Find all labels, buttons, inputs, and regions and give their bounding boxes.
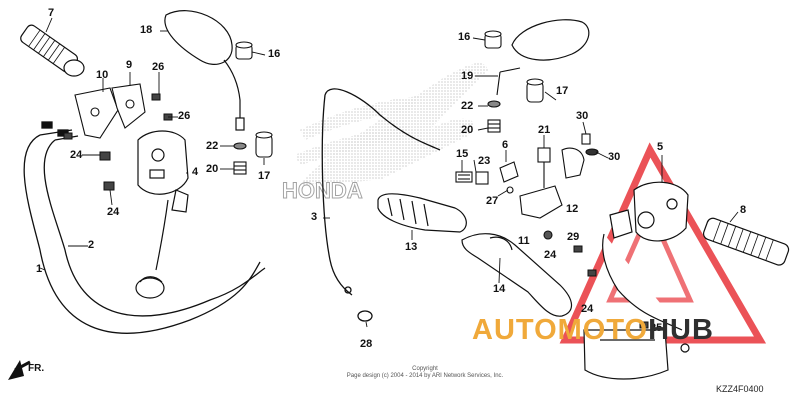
part-number-6: 6 [502, 139, 509, 151]
part-number-9: 9 [126, 59, 133, 71]
part-number-18: 18 [140, 24, 153, 36]
part-number-24b: 24 [107, 206, 120, 218]
part-number-26b: 26 [178, 110, 191, 122]
part-number-30: 30 [576, 110, 589, 122]
part-number-3: 3 [311, 211, 318, 223]
part-number-16: 16 [268, 48, 281, 60]
part-number-21: 21 [538, 124, 551, 136]
part-number-20: 20 [206, 163, 219, 175]
part-number-23: 23 [478, 155, 491, 167]
part-number-5: 5 [657, 141, 664, 153]
mirror-cap-left [235, 41, 253, 60]
front-arrow [8, 360, 31, 380]
part-number-17b: 17 [556, 85, 569, 97]
lever-holder-assembly [455, 133, 599, 240]
part-number-24c: 24 [544, 249, 557, 261]
right-switch-housing [583, 181, 690, 380]
copyright-notice: Copyright Page design (c) 2004 - 2014 by… [330, 366, 520, 380]
right-mirror [511, 19, 590, 61]
part-number-19: 19 [461, 70, 474, 82]
throttle-housing [74, 83, 146, 139]
left-stack-parts [233, 131, 273, 175]
part-number-27: 27 [486, 195, 499, 207]
left-grip [20, 24, 85, 77]
part-number-4: 4 [192, 166, 199, 178]
right-grip [702, 217, 790, 266]
watermark-part1: AUTOMOTO [472, 314, 649, 346]
part-number-17: 17 [258, 170, 271, 182]
screws [63, 93, 649, 329]
brake-lever [461, 233, 573, 317]
direction-label: FR. [28, 363, 45, 374]
diagram-code: KZZ4F0400 [716, 384, 764, 394]
part-number-28: 28 [360, 338, 373, 350]
part-number-16b: 16 [458, 31, 471, 43]
part-number-24d: 24 [581, 303, 594, 315]
part-number-12: 12 [566, 203, 579, 215]
part-number-14: 14 [493, 283, 506, 295]
part-number-15: 15 [456, 148, 469, 160]
part-number-13: 13 [405, 241, 418, 253]
center-cable [321, 88, 441, 322]
part-number-10: 10 [96, 69, 109, 81]
copyright-line2: Page design (c) 2004 - 2014 by ARI Netwo… [346, 373, 504, 379]
part-number-11: 11 [518, 235, 530, 247]
watermark-part2: HUB [648, 314, 714, 346]
part-number-20b: 20 [461, 124, 474, 136]
part-number-22b: 22 [461, 100, 474, 112]
part-number-22: 22 [206, 140, 219, 152]
part-number-7: 7 [48, 7, 55, 19]
watermark-logo: AUTOMOTOHUB [472, 316, 714, 345]
switch-housing [135, 130, 189, 299]
leader-lines [39, 17, 739, 328]
right-mirror-cap [526, 78, 544, 103]
part-number-1: 1 [36, 263, 43, 275]
part-number-26: 26 [152, 61, 165, 73]
left-mirror [164, 10, 245, 131]
right-grip-cover [377, 193, 467, 233]
part-number-29: 29 [567, 231, 580, 243]
part-number-24: 24 [70, 149, 83, 161]
part-number-2: 2 [88, 239, 95, 251]
part-number-8: 8 [740, 204, 747, 216]
part-number-30b: 30 [608, 151, 621, 163]
throttle-cables [23, 121, 266, 334]
copyright-line1: Copyright [412, 366, 438, 372]
part-number-25: 25 [650, 322, 663, 334]
right-mirror-stem-parts [484, 30, 521, 133]
